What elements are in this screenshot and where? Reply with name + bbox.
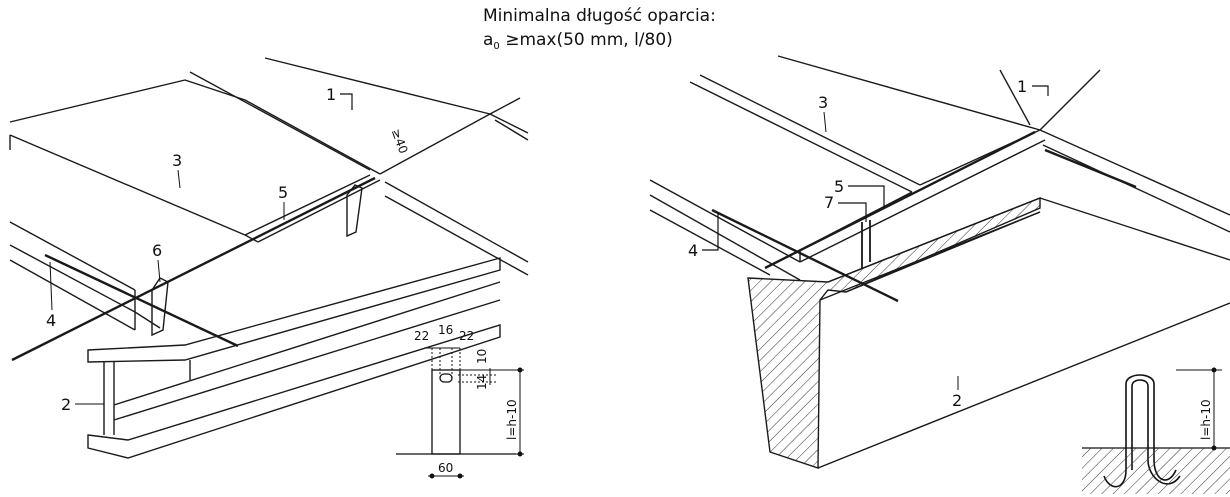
caption-line1: Minimalna długość oparcia: [483, 6, 716, 26]
caption-a: a [483, 30, 494, 50]
left-label-5: 5 [278, 183, 288, 202]
left-label-3: 3 [172, 151, 182, 170]
right-detail [649, 55, 1230, 469]
left-strap-6 [151, 277, 169, 337]
right-labels: 1 3 5 7 4 2 [688, 77, 1049, 410]
caption-subscript: 0 [493, 41, 500, 52]
right-rebar-front [711, 208, 899, 303]
right-label-2: 2 [952, 391, 962, 410]
dim-14: 14 [475, 375, 489, 390]
left-i-beam [87, 257, 501, 459]
right-rebar-back [1044, 148, 1137, 189]
right-concrete-beam [747, 196, 1230, 469]
left-label-4: 4 [46, 311, 56, 330]
dim-60: 60 [438, 461, 453, 475]
left-gap-label: ≥40 [389, 127, 411, 156]
right-label-1: 1 [1017, 77, 1027, 96]
left-label-2: 2 [61, 395, 71, 414]
right-label-5: 5 [834, 177, 844, 196]
left-rebar [11, 176, 376, 362]
right-hook-detail: l=h-10 [1082, 367, 1230, 494]
dim-22b: 22 [459, 329, 474, 343]
right-hook-7 [861, 220, 871, 268]
left-label-1: 1 [326, 85, 336, 104]
right-label-4: 4 [688, 241, 698, 260]
right-rebar [764, 130, 1036, 270]
caption-formula: ≥max(50 mm, l/80) [499, 30, 673, 50]
dim-l-left: l=h-10 [505, 399, 519, 440]
right-label-7: 7 [824, 193, 834, 212]
caption-line2: a0 ≥max(50 mm, l/80) [483, 30, 673, 57]
left-rebar-front [44, 253, 239, 348]
left-strap-5 [346, 184, 363, 238]
left-label-6: 6 [152, 241, 162, 260]
right-slab-edges [649, 55, 1230, 281]
dim-l-right: l=h-10 [1199, 399, 1213, 440]
left-labels: 1 3 5 6 4 2 ≥40 [46, 85, 411, 414]
left-strap-detail: 22 16 22 10 14 l=h-10 60 [396, 323, 524, 479]
right-label-3: 3 [818, 93, 828, 112]
left-slab-edges [9, 57, 529, 331]
dim-10: 10 [475, 349, 489, 364]
dim-16: 16 [438, 323, 453, 337]
dim-22a: 22 [414, 329, 429, 343]
left-detail [9, 57, 529, 459]
